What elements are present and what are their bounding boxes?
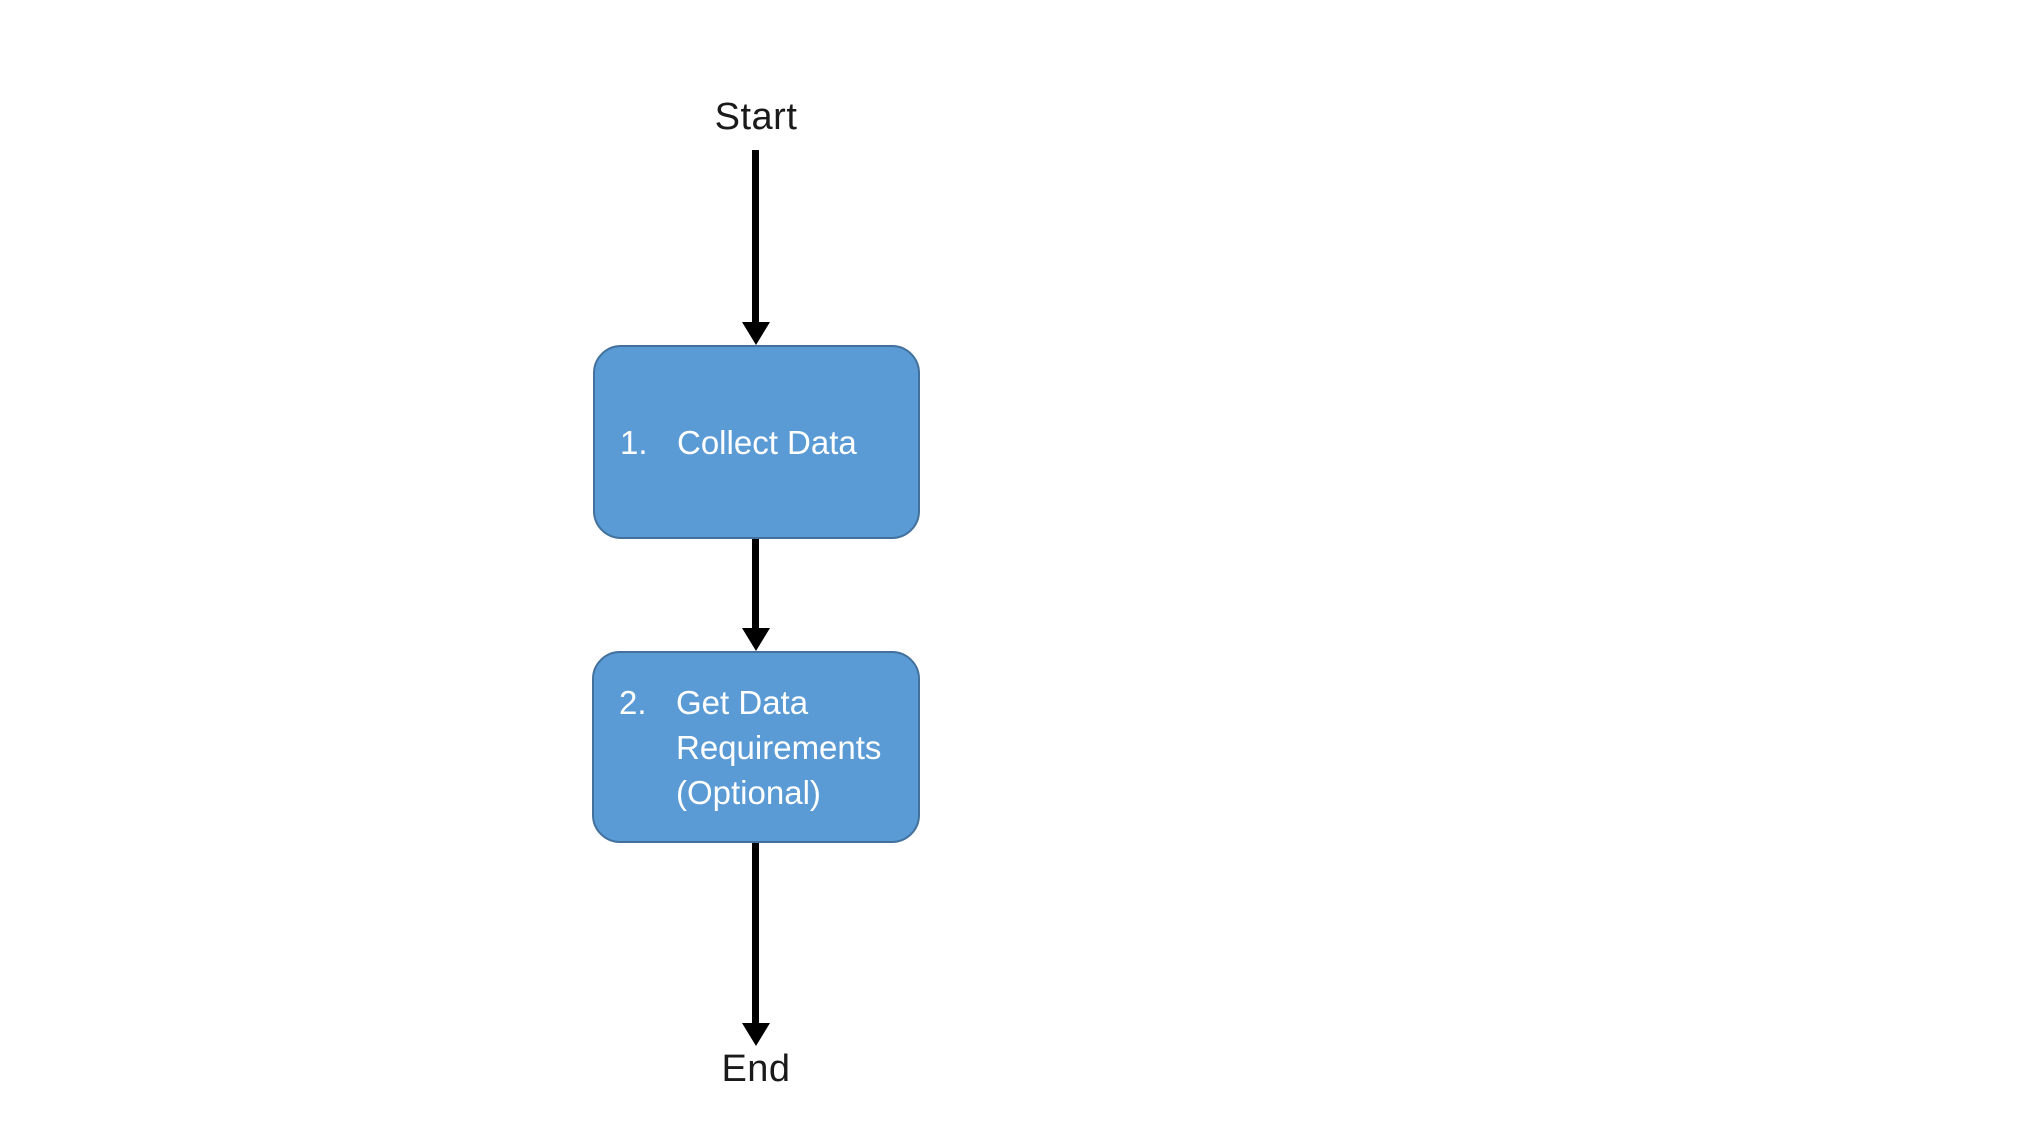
arrow-line [752, 150, 759, 324]
arrow-line [752, 843, 759, 1024]
step-2-label: Get Data Requirements (Optional) [676, 683, 882, 811]
arrowhead-down-icon [742, 1023, 770, 1046]
step-1-label: Collect Data [677, 423, 857, 461]
arrow-line [752, 539, 759, 629]
step-1-content: 1. Collect Data [595, 420, 873, 465]
step-2-number: 2. [619, 683, 647, 721]
arrowhead-down-icon [742, 628, 770, 651]
start-label: Start [714, 96, 798, 138]
step-1-number: 1. [620, 423, 648, 461]
end-label: End [721, 1048, 791, 1090]
step-1-box: 1. Collect Data [593, 345, 920, 539]
step-2-content: 2. Get Data Requirements (Optional) [594, 680, 897, 815]
step-2-box: 2. Get Data Requirements (Optional) [592, 651, 920, 843]
arrowhead-down-icon [742, 322, 770, 345]
